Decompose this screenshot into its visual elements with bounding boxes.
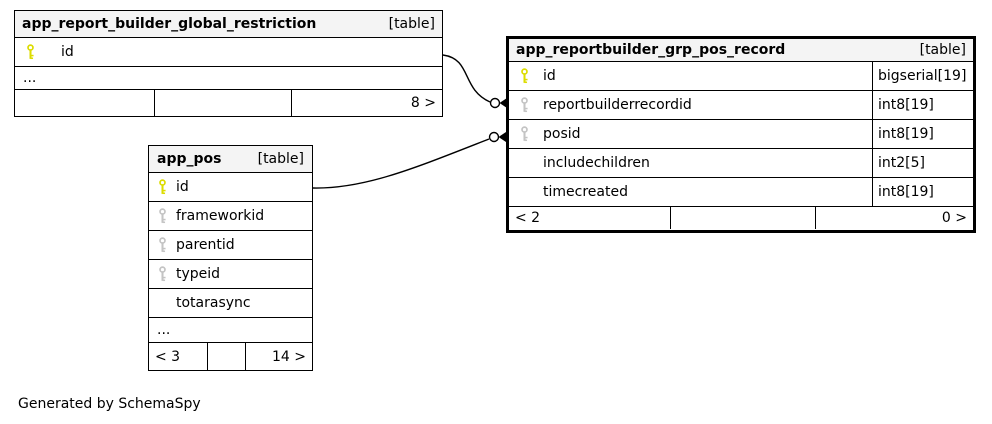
column-row-typeid[interactable]: typeid [149,260,312,289]
fk-connector-app-pos-to-posid [312,131,506,189]
table-footer: < 2 0 > [509,207,973,229]
column-type: int8[19] [872,120,973,148]
table-header[interactable]: app_pos [table] [149,146,312,173]
more-columns-indicator: ... [15,67,442,90]
more-columns-indicator: ... [149,318,312,343]
column-type: int8[19] [872,91,973,119]
column-row-id[interactable]: id bigserial[19] [509,62,973,91]
table-badge: [table] [257,151,304,167]
table-app-reportbuilder-grp-pos-record: app_reportbuilder_grp_pos_record [table]… [506,36,976,233]
table-badge: [table] [919,42,966,58]
table-name: app_pos [157,151,222,167]
column-row-parentid[interactable]: parentid [149,231,312,260]
footer-parents-count: < 3 [155,348,181,365]
foreign-key-icon [159,236,166,252]
column-name: timecreated [543,184,628,200]
column-type: int2[5] [872,149,973,177]
column-name: reportbuilderrecordid [543,97,692,113]
footer-parents-count [15,90,154,116]
column-row-frameworkid[interactable]: frameworkid [149,202,312,231]
column-name: frameworkid [176,208,265,224]
column-row-posid[interactable]: posid int8[19] [509,120,973,149]
column-name: id [61,44,74,60]
column-type: int8[19] [872,178,973,206]
column-name: id [176,179,189,195]
column-name: posid [543,126,581,142]
column-name: parentid [176,237,235,253]
foreign-key-icon [521,96,528,112]
primary-key-icon [521,67,528,83]
footer-spacer [154,90,291,116]
table-footer: < 3 14 > [149,343,312,370]
table-name: app_reportbuilder_grp_pos_record [516,42,786,58]
footer-children-count: 14 > [245,343,312,370]
column-name: includechildren [543,155,650,171]
table-header[interactable]: app_reportbuilder_grp_pos_record [table] [509,39,973,62]
table-footer: 8 > [15,90,442,116]
column-name: typeid [176,266,221,282]
table-header[interactable]: app_report_builder_global_restriction [t… [15,11,442,38]
column-row-id[interactable]: id [15,38,442,67]
column-row-totarasync[interactable]: totarasync [149,289,312,318]
fk-connector-global-restriction-to-reportbuilderrecordid [442,54,507,109]
generator-caption: Generated by SchemaSpy [18,396,201,412]
column-name: id [543,68,556,84]
footer-parents-count: < 2 [515,210,541,226]
footer-children-count: 0 > [815,207,973,229]
table-badge: [table] [388,16,435,32]
column-type: bigserial[19] [872,62,973,90]
foreign-key-icon [159,207,166,223]
foreign-key-icon [159,265,166,281]
table-name: app_report_builder_global_restriction [22,16,317,32]
table-app-report-builder-global-restriction: app_report_builder_global_restriction [t… [14,10,443,117]
column-row-timecreated[interactable]: timecreated int8[19] [509,178,973,207]
footer-spacer [670,207,815,229]
table-app-pos: app_pos [table] id [148,145,313,371]
footer-children-count: 8 > [291,90,442,116]
column-row-id[interactable]: id [149,173,312,202]
foreign-key-icon [521,125,528,141]
column-row-reportbuilderrecordid[interactable]: reportbuilderrecordid int8[19] [509,91,973,120]
primary-key-icon [27,43,34,59]
footer-spacer [207,343,245,370]
primary-key-icon [159,178,166,194]
column-name: totarasync [176,295,251,311]
column-row-includechildren[interactable]: includechildren int2[5] [509,149,973,178]
